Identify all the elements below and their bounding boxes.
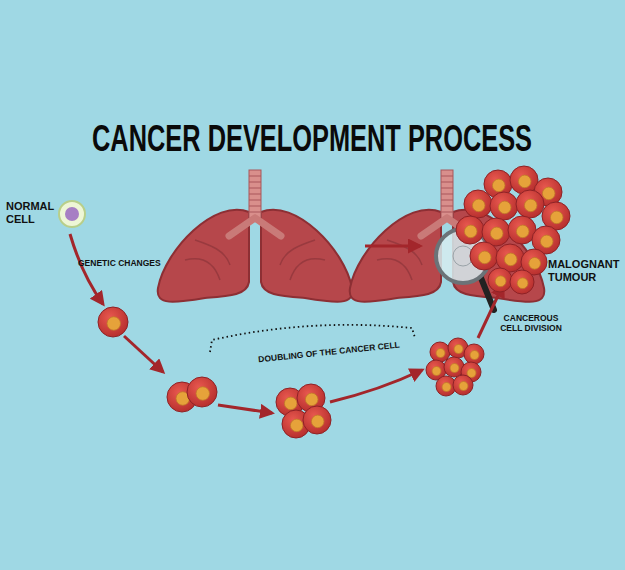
title: CANCER DEVELOPMENT PROCESS [92,118,532,160]
label: DOUBLING OF THE CANCER CELL [258,341,398,365]
label: NORMAL CELL [6,200,58,225]
arrows [70,234,503,413]
lungs-left [158,170,353,302]
cells [98,166,570,438]
label: GENETIC CHANGES [78,259,168,269]
label: MALOGNANT TUMOUR [548,258,620,283]
label: CANCEROUS CELL DIVISION [494,314,568,334]
arrow [365,245,420,248]
normal-cell [59,201,85,227]
